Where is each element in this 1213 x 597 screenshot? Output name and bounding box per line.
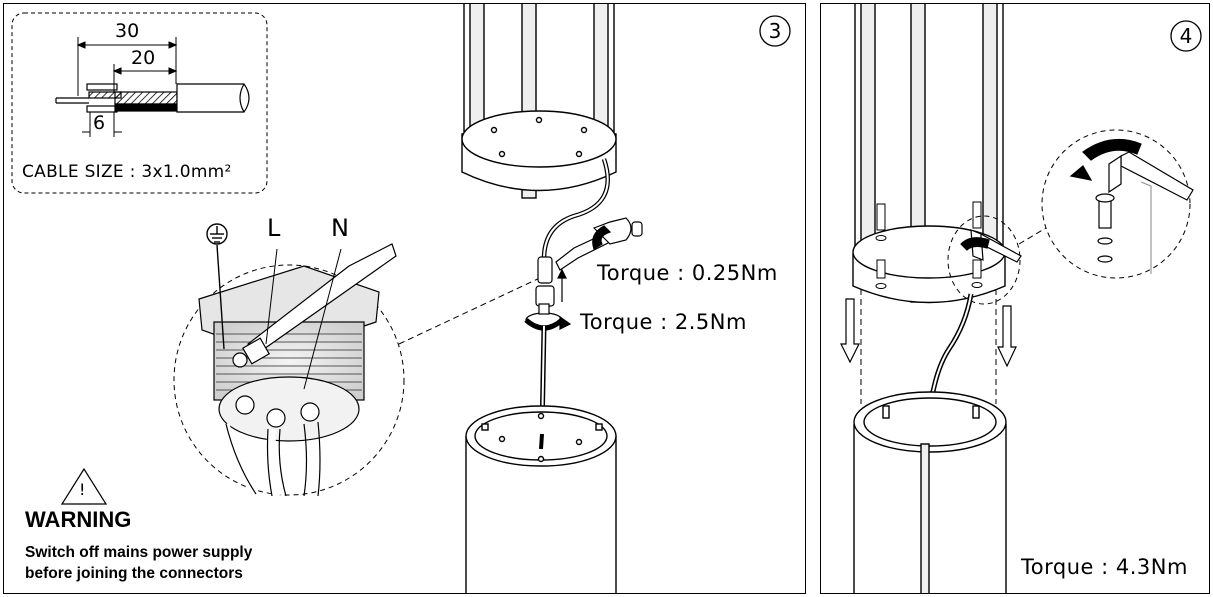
step-3-panel: 30 20 6 CABLE SIZE : 3x1.0mm² L N Torque… bbox=[3, 3, 806, 594]
dimension-lines bbox=[76, 37, 178, 137]
warning-triangle-icon bbox=[60, 467, 108, 505]
step-4-number-circle bbox=[1170, 20, 1202, 52]
step-3-number-circle bbox=[759, 15, 791, 47]
inline-connector bbox=[535, 217, 643, 307]
live-leader bbox=[265, 248, 278, 345]
step-3-drawing bbox=[11, 4, 791, 593]
step-3-number: 3 bbox=[768, 19, 782, 43]
earth-ground-icon bbox=[206, 223, 228, 350]
dimension-20-label: 20 bbox=[131, 47, 156, 69]
cable-inset-box bbox=[11, 12, 268, 194]
dimension-30-label: 30 bbox=[115, 20, 140, 42]
step-4-panel: Torque : 4.3Nm 4 bbox=[820, 3, 1210, 594]
connector-terminal-block bbox=[198, 243, 397, 497]
step4-torque-label: Torque : 4.3Nm bbox=[1021, 555, 1188, 579]
down-arrows bbox=[840, 298, 1017, 368]
warning-line-2: before joining the connectors bbox=[25, 565, 243, 582]
hexkey-detail bbox=[1069, 138, 1194, 274]
dimension-6-label: 6 bbox=[93, 112, 106, 134]
lower-pole-step4 bbox=[853, 391, 1007, 593]
warning-line-1: Switch off mains power supply bbox=[25, 544, 253, 561]
hexkey-detail-circle bbox=[1041, 129, 1191, 279]
gland-torque-label: Torque : 2.5Nm bbox=[580, 310, 747, 334]
step-4-drawing bbox=[840, 4, 1202, 593]
cable-gland bbox=[524, 303, 572, 331]
neutral-terminal-label: N bbox=[331, 214, 349, 242]
hexkey-small-circle bbox=[947, 215, 1021, 305]
warning-text: Switch off mains power supply before joi… bbox=[25, 542, 252, 584]
warning-exclamation: ! bbox=[79, 480, 86, 499]
neutral-leader bbox=[303, 248, 342, 390]
hexkey-small bbox=[960, 229, 1022, 263]
stripped-cable bbox=[55, 83, 250, 113]
warning-title: WARNING bbox=[25, 507, 132, 532]
live-terminal-label: L bbox=[267, 214, 281, 242]
step-4-number: 4 bbox=[1179, 24, 1193, 48]
upper-luminaire bbox=[461, 4, 617, 199]
alignment-lines bbox=[860, 289, 997, 404]
connector-torque-label: Torque : 0.25Nm bbox=[597, 261, 778, 285]
detail-leader-line bbox=[398, 275, 545, 345]
cable-size-label: CABLE SIZE : 3x1.0mm² bbox=[22, 162, 232, 182]
cable-into-pole bbox=[539, 433, 544, 450]
